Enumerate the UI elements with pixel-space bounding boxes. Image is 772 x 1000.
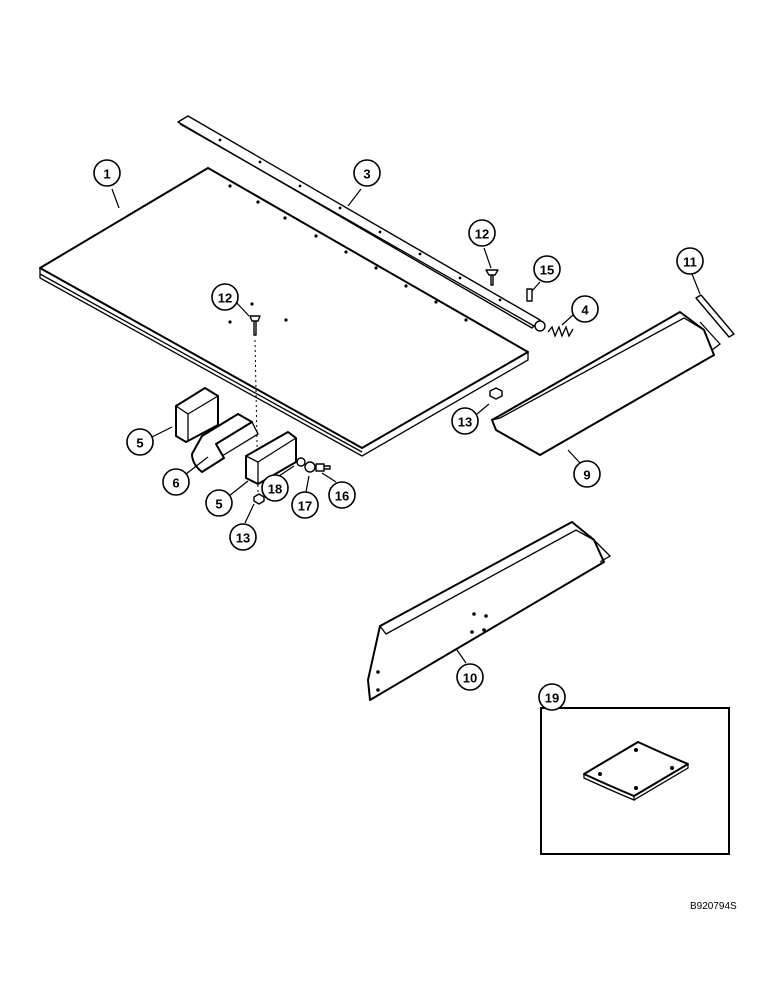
screw-part-upper bbox=[485, 269, 499, 286]
spring-part bbox=[547, 325, 574, 338]
callout-13-upper-label: 13 bbox=[458, 415, 472, 430]
callout-12-center-label: 12 bbox=[218, 291, 232, 306]
callout-9-label: 9 bbox=[583, 468, 590, 483]
strip-part bbox=[695, 294, 735, 338]
panel-part bbox=[39, 167, 529, 457]
callout-10-label: 10 bbox=[463, 671, 477, 686]
callout-6-label: 6 bbox=[172, 476, 179, 491]
figure-id: B920794S bbox=[690, 901, 737, 912]
callout-3: 3 bbox=[353, 159, 381, 187]
washer-part bbox=[296, 457, 306, 467]
bolt-part bbox=[315, 463, 331, 472]
callout-5-right: 5 bbox=[205, 489, 233, 517]
callout-3-label: 3 bbox=[363, 167, 370, 182]
hinge-rod-part bbox=[177, 115, 546, 332]
callout-12-upper-label: 12 bbox=[475, 227, 489, 242]
callout-9: 9 bbox=[573, 460, 601, 488]
callout-5-right-label: 5 bbox=[215, 497, 222, 512]
callout-6: 6 bbox=[162, 468, 190, 496]
nut-part bbox=[304, 461, 316, 473]
callout-4: 4 bbox=[571, 295, 599, 323]
inset-box bbox=[540, 707, 730, 855]
callout-5-left-label: 5 bbox=[136, 436, 143, 451]
nut-part-upper bbox=[489, 387, 503, 400]
shield-part-large bbox=[367, 521, 612, 701]
leader-lines bbox=[111, 188, 701, 664]
callout-18-label: 18 bbox=[268, 482, 282, 497]
callout-13-lower: 13 bbox=[229, 523, 257, 551]
shield-part-small bbox=[491, 311, 721, 456]
callout-17: 17 bbox=[291, 491, 319, 519]
callout-10: 10 bbox=[456, 663, 484, 691]
callout-16: 16 bbox=[328, 481, 356, 509]
nut-part-lower bbox=[253, 493, 265, 505]
callout-5-left: 5 bbox=[126, 428, 154, 456]
callout-13-upper: 13 bbox=[451, 407, 479, 435]
callout-1: 1 bbox=[93, 159, 121, 187]
bracket-part-left bbox=[175, 387, 219, 443]
callout-15: 15 bbox=[533, 255, 561, 283]
callout-12-center: 12 bbox=[211, 283, 239, 311]
callout-13-lower-label: 13 bbox=[236, 531, 250, 546]
callout-19: 19 bbox=[538, 683, 566, 711]
callout-1-label: 1 bbox=[103, 167, 110, 182]
callout-15-label: 15 bbox=[540, 263, 554, 278]
callout-11-label: 11 bbox=[683, 255, 697, 270]
callout-19-label: 19 bbox=[545, 691, 559, 706]
screw-part-center bbox=[249, 315, 261, 336]
bracket-part-right bbox=[245, 431, 297, 485]
callout-16-label: 16 bbox=[335, 489, 349, 504]
callout-4-label: 4 bbox=[581, 303, 589, 318]
callout-11: 11 bbox=[676, 247, 704, 275]
callout-17-label: 17 bbox=[298, 499, 312, 514]
callout-18: 18 bbox=[261, 474, 289, 502]
pin-part bbox=[526, 288, 533, 302]
callout-12-upper: 12 bbox=[468, 219, 496, 247]
